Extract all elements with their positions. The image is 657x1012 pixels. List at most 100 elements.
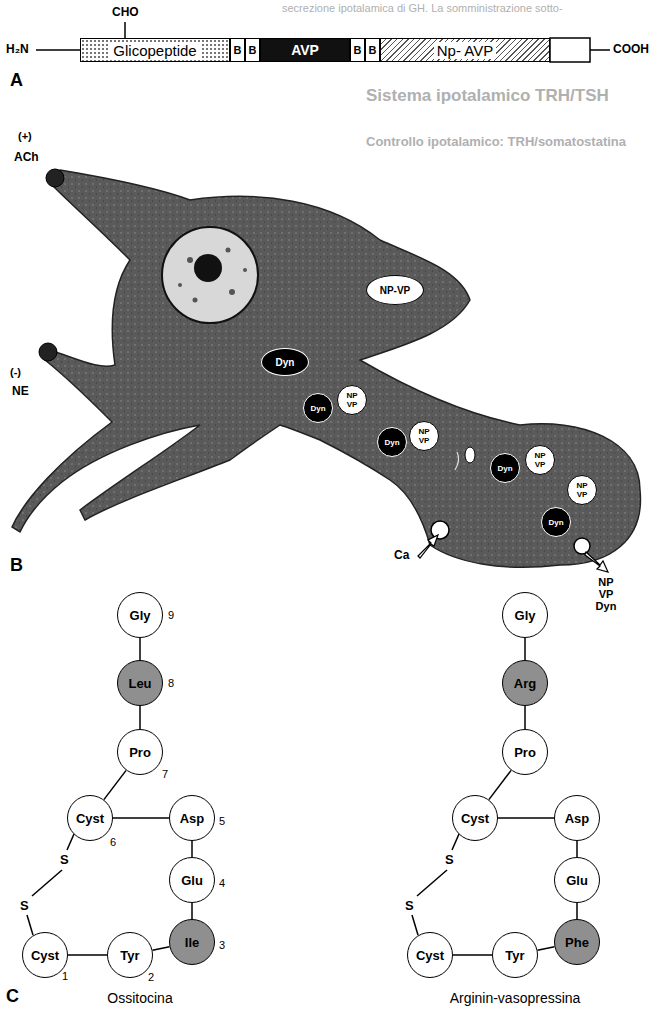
amino-acid: Glu xyxy=(554,857,600,903)
callout-number: 4 xyxy=(219,877,225,889)
peptide-bond xyxy=(538,947,555,951)
neuron-shape xyxy=(12,170,640,567)
node-text: NP-VP xyxy=(380,285,411,296)
calcium-channel xyxy=(431,521,449,539)
amino-acid: Phe xyxy=(554,919,600,965)
node-text: Pro xyxy=(129,745,151,760)
segment-box: Np- AVP xyxy=(380,38,550,62)
node-text: Leu xyxy=(128,676,151,691)
synapse-knob xyxy=(46,169,64,187)
amino-acid: Pro xyxy=(117,729,163,775)
peptide-bond xyxy=(453,955,492,956)
transmitter-label: NE xyxy=(12,384,29,398)
amino-acid: Glu xyxy=(169,857,215,903)
node-text: Tyr xyxy=(505,948,524,963)
segment-box: B xyxy=(245,38,260,62)
node-text: Gly xyxy=(515,608,536,623)
background-heading: Sistema ipotalamico TRH/TSH xyxy=(366,86,609,106)
node-text: Np- AVP xyxy=(434,42,496,59)
callout-number: 8 xyxy=(168,677,174,689)
segment-box: Glicopeptide xyxy=(80,38,230,62)
amino-acid: Asp xyxy=(169,795,215,841)
peptide-bond xyxy=(113,818,169,819)
node-text: AVP xyxy=(291,42,319,58)
glycan-line xyxy=(124,22,126,38)
vesicle: Dyn xyxy=(541,507,571,537)
amino-acid: Gly xyxy=(502,592,548,638)
granule-oval: NP-VP xyxy=(366,275,424,305)
node-text: B xyxy=(354,44,362,56)
nucleolus xyxy=(194,254,222,282)
peptide-bond xyxy=(192,903,193,919)
node-text: NP VP xyxy=(574,481,590,499)
callout-number: 9 xyxy=(168,609,174,621)
node-text: Cyst xyxy=(416,948,444,963)
segment-box: AVP xyxy=(260,38,350,62)
node-text: Gly xyxy=(130,608,151,623)
node-text: B xyxy=(249,44,257,56)
terminus-label: COOH xyxy=(613,42,649,56)
node-text: NP VP xyxy=(344,391,360,409)
vesicle: Dyn xyxy=(490,453,520,483)
amino-acid: Gly xyxy=(117,592,163,638)
empty-segment xyxy=(550,38,590,62)
amino-acid: Arg xyxy=(502,660,548,706)
peptide-bond xyxy=(498,818,554,819)
vesicle: NP VP xyxy=(409,421,439,451)
vesicle: Dyn xyxy=(303,393,333,423)
peptide-bond xyxy=(153,947,170,951)
vesicle: NP VP xyxy=(567,475,597,505)
callout-number: 5 xyxy=(219,815,225,827)
background-text: secrezione ipotalamica di GH. La sommini… xyxy=(282,2,563,14)
node-text: NP VP xyxy=(532,451,548,469)
peptide-bond xyxy=(140,638,141,660)
transmitter-label: ACh xyxy=(14,150,39,164)
release-label: NP VP Dyn xyxy=(594,576,618,612)
exocytosis xyxy=(574,538,590,554)
ion-label: Ca xyxy=(394,548,409,562)
amino-acid: Tyr xyxy=(492,932,538,978)
callout-number: 3 xyxy=(219,939,225,951)
vesicle: NP VP xyxy=(337,385,367,415)
node-text: Glicopeptide xyxy=(110,42,199,59)
calcium-arrow xyxy=(418,535,438,558)
sulfur-label: S xyxy=(20,898,29,913)
peptide-bond xyxy=(577,841,578,857)
background-heading: Controllo ipotalamico: TRH/somatostatina xyxy=(366,134,626,149)
sulfur-label: S xyxy=(60,852,69,867)
amino-acid: Ile xyxy=(169,919,215,965)
amino-acid: Cyst xyxy=(452,795,498,841)
panel-letter: B xyxy=(10,555,23,576)
node-text: Cyst xyxy=(31,948,59,963)
callout-number: 7 xyxy=(162,768,168,780)
vesicle: Dyn xyxy=(377,427,407,457)
node-text: Tyr xyxy=(120,948,139,963)
node-text: Arg xyxy=(514,676,536,691)
peptide-bond xyxy=(577,903,578,919)
sulfur-label: S xyxy=(405,898,414,913)
node-text: Dyn xyxy=(497,464,512,473)
panel-letter: A xyxy=(10,70,23,91)
nucleus xyxy=(162,227,258,323)
peptide-bond xyxy=(104,770,126,799)
amino-acid: Pro xyxy=(502,729,548,775)
panel-letter: C xyxy=(6,986,19,1007)
node-text: Glu xyxy=(566,873,588,888)
node-text: Asp xyxy=(565,811,590,826)
terminus-label: H₂N xyxy=(6,42,29,56)
node-text: Dyn xyxy=(384,438,399,447)
sign-label: (-) xyxy=(10,366,21,378)
segment-box: B xyxy=(230,38,245,62)
chain-line xyxy=(36,49,80,51)
node-text: Dyn xyxy=(310,404,325,413)
node-text: B xyxy=(234,44,242,56)
peptide-bond xyxy=(140,706,141,729)
node-text: Dyn xyxy=(276,357,295,368)
peptide-bond xyxy=(525,638,526,660)
amino-acid: Leu xyxy=(117,660,163,706)
chain-line xyxy=(590,49,610,51)
release-arrow xyxy=(585,552,608,572)
peptide-bond xyxy=(68,955,107,956)
